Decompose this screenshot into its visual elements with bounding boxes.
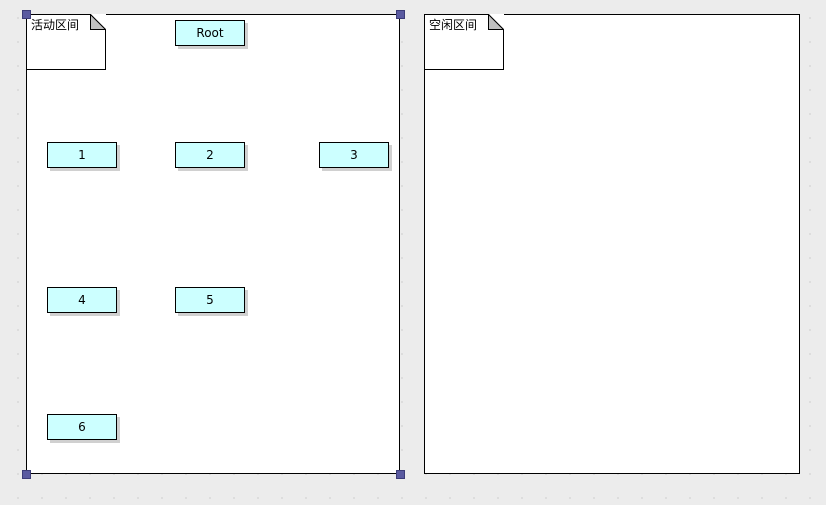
node-n4[interactable]: 4: [47, 287, 117, 313]
note-box-active-region[interactable]: 活动区间: [26, 14, 106, 70]
node-n2[interactable]: 2: [175, 142, 245, 168]
note-box-idle-region[interactable]: 空闲区间: [424, 14, 504, 70]
node-label: Root: [196, 26, 224, 40]
node-label: 1: [78, 148, 86, 162]
node-n1[interactable]: 1: [47, 142, 117, 168]
node-n6[interactable]: 6: [47, 414, 117, 440]
node-n3[interactable]: 3: [319, 142, 389, 168]
note-label-idle-region: 空闲区间: [429, 18, 478, 32]
note-label-active-region: 活动区间: [31, 18, 80, 32]
note-folded-corner-icon: [424, 14, 504, 70]
note-folded-corner-icon: [26, 14, 106, 70]
node-n5[interactable]: 5: [175, 287, 245, 313]
panel-active-region[interactable]: 活动区间: [26, 14, 400, 474]
node-label: 5: [206, 293, 214, 307]
selection-handle-top-right[interactable]: [396, 10, 405, 19]
selection-handle-bottom-right[interactable]: [396, 470, 405, 479]
node-label: 4: [78, 293, 86, 307]
node-label: 6: [78, 420, 86, 434]
node-label: 3: [350, 148, 358, 162]
selection-handle-bottom-left[interactable]: [22, 470, 31, 479]
node-root[interactable]: Root: [175, 20, 245, 46]
selection-handle-top-left[interactable]: [22, 10, 31, 19]
node-label: 2: [206, 148, 214, 162]
panel-idle-region[interactable]: 空闲区间: [424, 14, 800, 474]
